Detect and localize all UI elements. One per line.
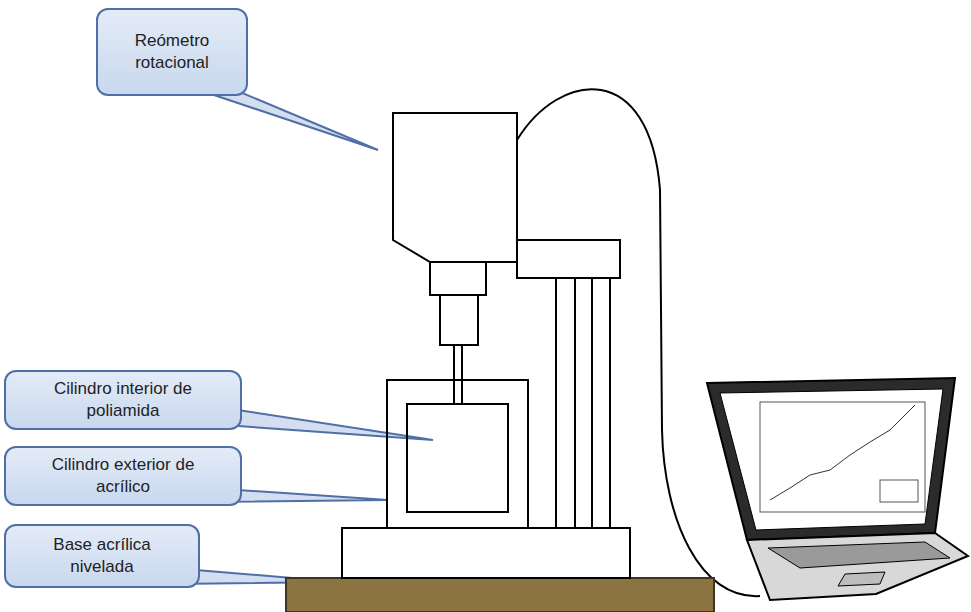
callout-box: Cilindro exterior de acrílico	[4, 446, 242, 506]
coupling	[430, 262, 486, 295]
outer-cylinder	[387, 380, 528, 528]
callout-box: Reómetro rotacional	[96, 8, 248, 96]
laptop	[707, 378, 968, 600]
column-rod	[592, 256, 610, 528]
support-arm	[517, 240, 620, 278]
inner-cylinder	[407, 404, 508, 512]
screen-chart	[760, 402, 925, 512]
callout-text: Reómetro rotacional	[108, 30, 236, 74]
callout-box: Cilindro interior de poliamida	[4, 370, 242, 430]
callout-text: Base acrílica nivelada	[27, 534, 177, 578]
chuck	[440, 295, 478, 345]
acrylic-base	[342, 528, 630, 578]
callout-box: Base acrílica nivelada	[4, 524, 200, 588]
shaft	[454, 345, 462, 404]
callout-text: Cilindro interior de poliamida	[36, 378, 211, 422]
callout-text: Cilindro exterior de acrílico	[36, 454, 211, 498]
rheometer-head	[393, 113, 517, 262]
cable	[517, 89, 760, 596]
column-rod	[556, 256, 575, 528]
table	[286, 578, 714, 612]
